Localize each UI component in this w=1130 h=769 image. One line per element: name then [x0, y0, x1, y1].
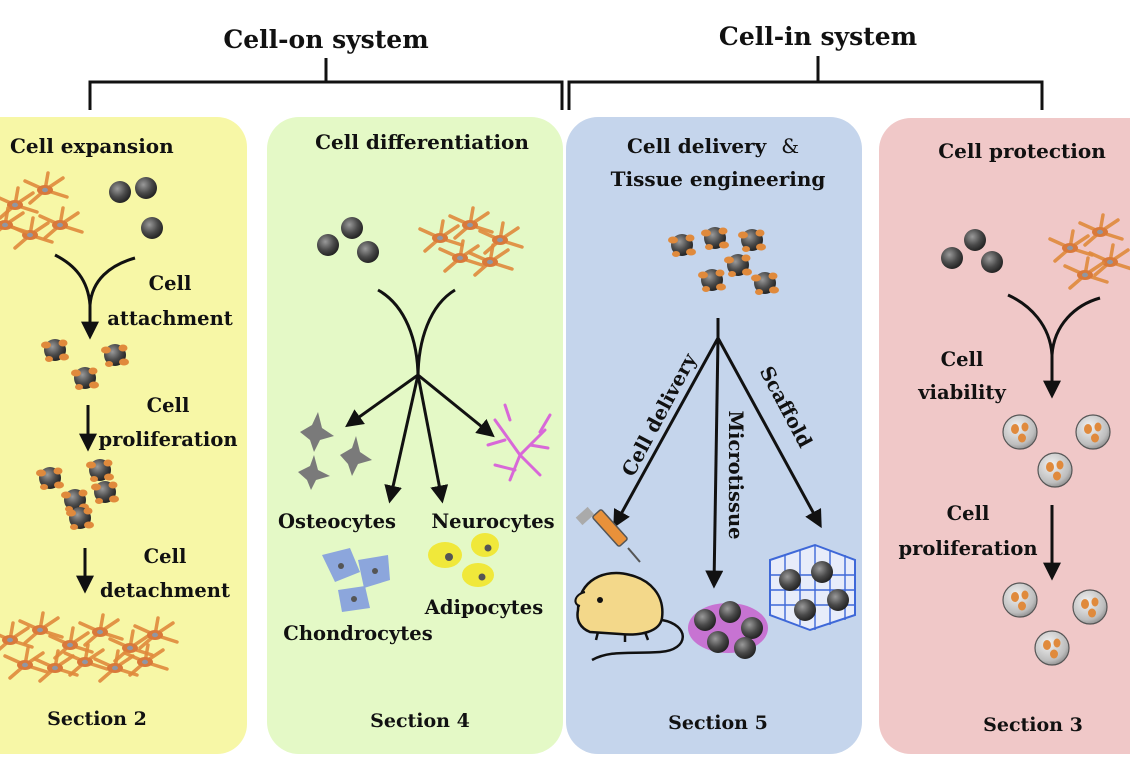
- panel-title: Tissue engineering: [611, 167, 826, 191]
- section-label: Section 4: [370, 710, 470, 732]
- chondrocyte-icon: [322, 548, 390, 612]
- section-label: Section 3: [983, 714, 1083, 736]
- cell-on-bracket: [88, 58, 564, 110]
- step-label: proliferation: [898, 537, 1037, 560]
- arrow-icon: [613, 337, 720, 529]
- section-label: Section 2: [47, 708, 147, 730]
- step-label: detachment: [100, 579, 230, 602]
- panel-cell-delivery: Cell delivery & Tissue engineering Cell …: [566, 117, 862, 754]
- adipocyte-icon: [428, 533, 499, 587]
- route-label: Microtissue: [724, 410, 747, 539]
- cell-type-label: Osteocytes: [278, 510, 396, 533]
- step-label: Cell: [147, 394, 190, 417]
- differentiation-arrows: [345, 373, 495, 504]
- cell-in-title: Cell-in system: [719, 22, 917, 51]
- step-label: Cell: [947, 502, 990, 525]
- panel-title: Cell expansion: [10, 134, 174, 158]
- cell-in-bracket: [567, 56, 1044, 110]
- step-label: Cell: [941, 348, 984, 371]
- scaffold-icon: [769, 543, 856, 632]
- cell-type-label: Chondrocytes: [283, 622, 432, 645]
- panel-background: [566, 117, 862, 754]
- neurocyte-icon: [486, 403, 552, 482]
- panel-background: [0, 117, 247, 754]
- cell-in-header: Cell-in system: [567, 22, 1044, 110]
- syringe-icon: [575, 506, 641, 563]
- panel-title: Cell delivery: [627, 134, 768, 158]
- osteocyte-icon: [298, 412, 372, 490]
- microtissue-icon: [688, 601, 768, 659]
- mouse-icon: [574, 571, 684, 662]
- cell-type-label: Adipocytes: [424, 596, 543, 619]
- cell-on-header: Cell-on system: [88, 25, 564, 110]
- ampersand-label: &: [781, 134, 799, 158]
- step-label: viability: [917, 381, 1006, 404]
- step-label: attachment: [107, 307, 233, 330]
- step-label: proliferation: [98, 428, 237, 451]
- step-label: Cell: [144, 545, 187, 568]
- section-label: Section 5: [668, 712, 768, 734]
- cell-type-label: Neurocytes: [431, 510, 554, 533]
- panel-title: Cell differentiation: [315, 130, 529, 154]
- arrow-icon: [705, 337, 724, 589]
- panel-cell-expansion: Cell expansion Cell attachment Cell prol…: [0, 117, 247, 754]
- arrow-icon: [716, 337, 822, 529]
- step-label: Cell: [149, 272, 192, 295]
- panel-cell-protection: Cell protection Cell viability Cell prol…: [879, 118, 1130, 754]
- cell-on-title: Cell-on system: [223, 25, 428, 54]
- panel-cell-differentiation: Cell differentiation Osteocytes Neurocyt…: [267, 117, 563, 754]
- panel-title: Cell protection: [938, 139, 1106, 163]
- panel-title-line1: Cell delivery &: [627, 134, 799, 158]
